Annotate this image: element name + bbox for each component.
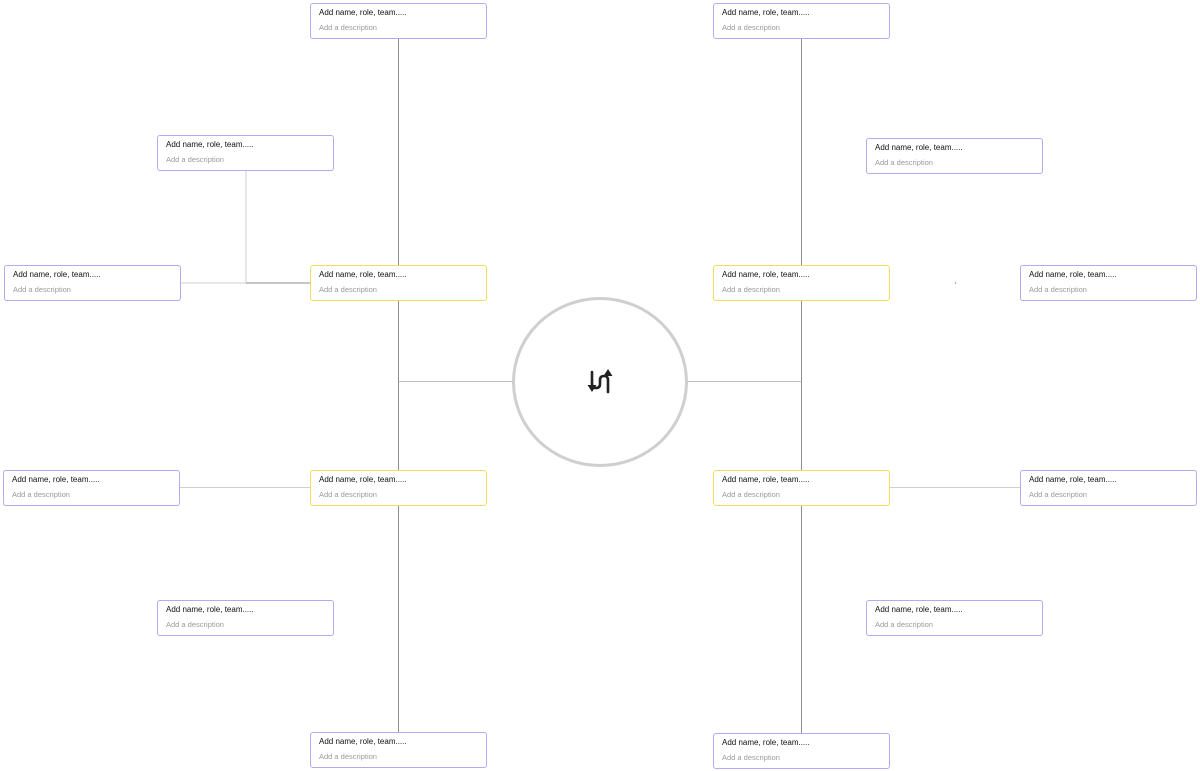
- card-top-right-top[interactable]: Add name, role, team..... Add a descript…: [713, 3, 890, 39]
- card-description-text[interactable]: Add a description: [722, 285, 780, 294]
- card-description-text[interactable]: Add a description: [319, 752, 377, 761]
- card-bottom-left-bottom[interactable]: Add name, role, team..... Add a descript…: [310, 732, 487, 768]
- card-core-bottom-right[interactable]: Add name, role, team..... Add a descript…: [713, 470, 890, 506]
- card-description-text[interactable]: Add a description: [722, 753, 780, 762]
- card-name-text[interactable]: Add name, role, team.....: [166, 140, 254, 149]
- card-name-text[interactable]: Add name, role, team.....: [319, 270, 407, 279]
- card-description-text[interactable]: Add a description: [1029, 285, 1087, 294]
- card-far-right-lower[interactable]: Add name, role, team..... Add a descript…: [1020, 470, 1197, 506]
- card-description-text[interactable]: Add a description: [319, 23, 377, 32]
- card-description-text[interactable]: Add a description: [166, 620, 224, 629]
- card-name-text[interactable]: Add name, role, team.....: [319, 8, 407, 17]
- card-name-text[interactable]: Add name, role, team.....: [12, 475, 100, 484]
- swap-arrows-icon: [587, 369, 613, 394]
- card-description-text[interactable]: Add a description: [1029, 490, 1087, 499]
- card-description-text[interactable]: Add a description: [166, 155, 224, 164]
- card-far-left-lower[interactable]: Add name, role, team..... Add a descript…: [3, 470, 180, 506]
- card-left-lower-branch[interactable]: Add name, role, team..... Add a descript…: [157, 600, 334, 636]
- card-name-text[interactable]: Add name, role, team.....: [722, 270, 810, 279]
- card-left-upper-branch[interactable]: Add name, role, team..... Add a descript…: [157, 135, 334, 171]
- card-description-text[interactable]: Add a description: [875, 158, 933, 167]
- card-name-text[interactable]: Add name, role, team.....: [722, 8, 810, 17]
- card-right-upper-branch[interactable]: Add name, role, team..... Add a descript…: [866, 138, 1043, 174]
- card-name-text[interactable]: Add name, role, team.....: [13, 270, 101, 279]
- card-name-text[interactable]: Add name, role, team.....: [319, 475, 407, 484]
- central-hub[interactable]: [512, 297, 688, 467]
- card-name-text[interactable]: Add name, role, team.....: [875, 143, 963, 152]
- card-name-text[interactable]: Add name, role, team.....: [319, 737, 407, 746]
- card-name-text[interactable]: Add name, role, team.....: [722, 738, 810, 747]
- card-name-text[interactable]: Add name, role, team.....: [166, 605, 254, 614]
- card-name-text[interactable]: Add name, role, team.....: [875, 605, 963, 614]
- card-description-text[interactable]: Add a description: [875, 620, 933, 629]
- card-name-text[interactable]: Add name, role, team.....: [1029, 475, 1117, 484]
- card-core-top-left[interactable]: Add name, role, team..... Add a descript…: [310, 265, 487, 301]
- card-description-text[interactable]: Add a description: [319, 285, 377, 294]
- card-description-text[interactable]: Add a description: [13, 285, 71, 294]
- card-right-lower-branch[interactable]: Add name, role, team..... Add a descript…: [866, 600, 1043, 636]
- connector-stray-mark-right: [954, 281, 957, 285]
- card-name-text[interactable]: Add name, role, team.....: [1029, 270, 1117, 279]
- card-top-left-top[interactable]: Add name, role, team..... Add a descript…: [310, 3, 487, 39]
- card-bottom-right-bottom[interactable]: Add name, role, team..... Add a descript…: [713, 733, 890, 769]
- card-core-bottom-left[interactable]: Add name, role, team..... Add a descript…: [310, 470, 487, 506]
- card-description-text[interactable]: Add a description: [722, 490, 780, 499]
- card-far-right-upper[interactable]: Add name, role, team..... Add a descript…: [1020, 265, 1197, 301]
- card-description-text[interactable]: Add a description: [12, 490, 70, 499]
- card-description-text[interactable]: Add a description: [722, 23, 780, 32]
- card-description-text[interactable]: Add a description: [319, 490, 377, 499]
- card-far-left-upper[interactable]: Add name, role, team..... Add a descript…: [4, 265, 181, 301]
- card-core-top-right[interactable]: Add name, role, team..... Add a descript…: [713, 265, 890, 301]
- card-name-text[interactable]: Add name, role, team.....: [722, 475, 810, 484]
